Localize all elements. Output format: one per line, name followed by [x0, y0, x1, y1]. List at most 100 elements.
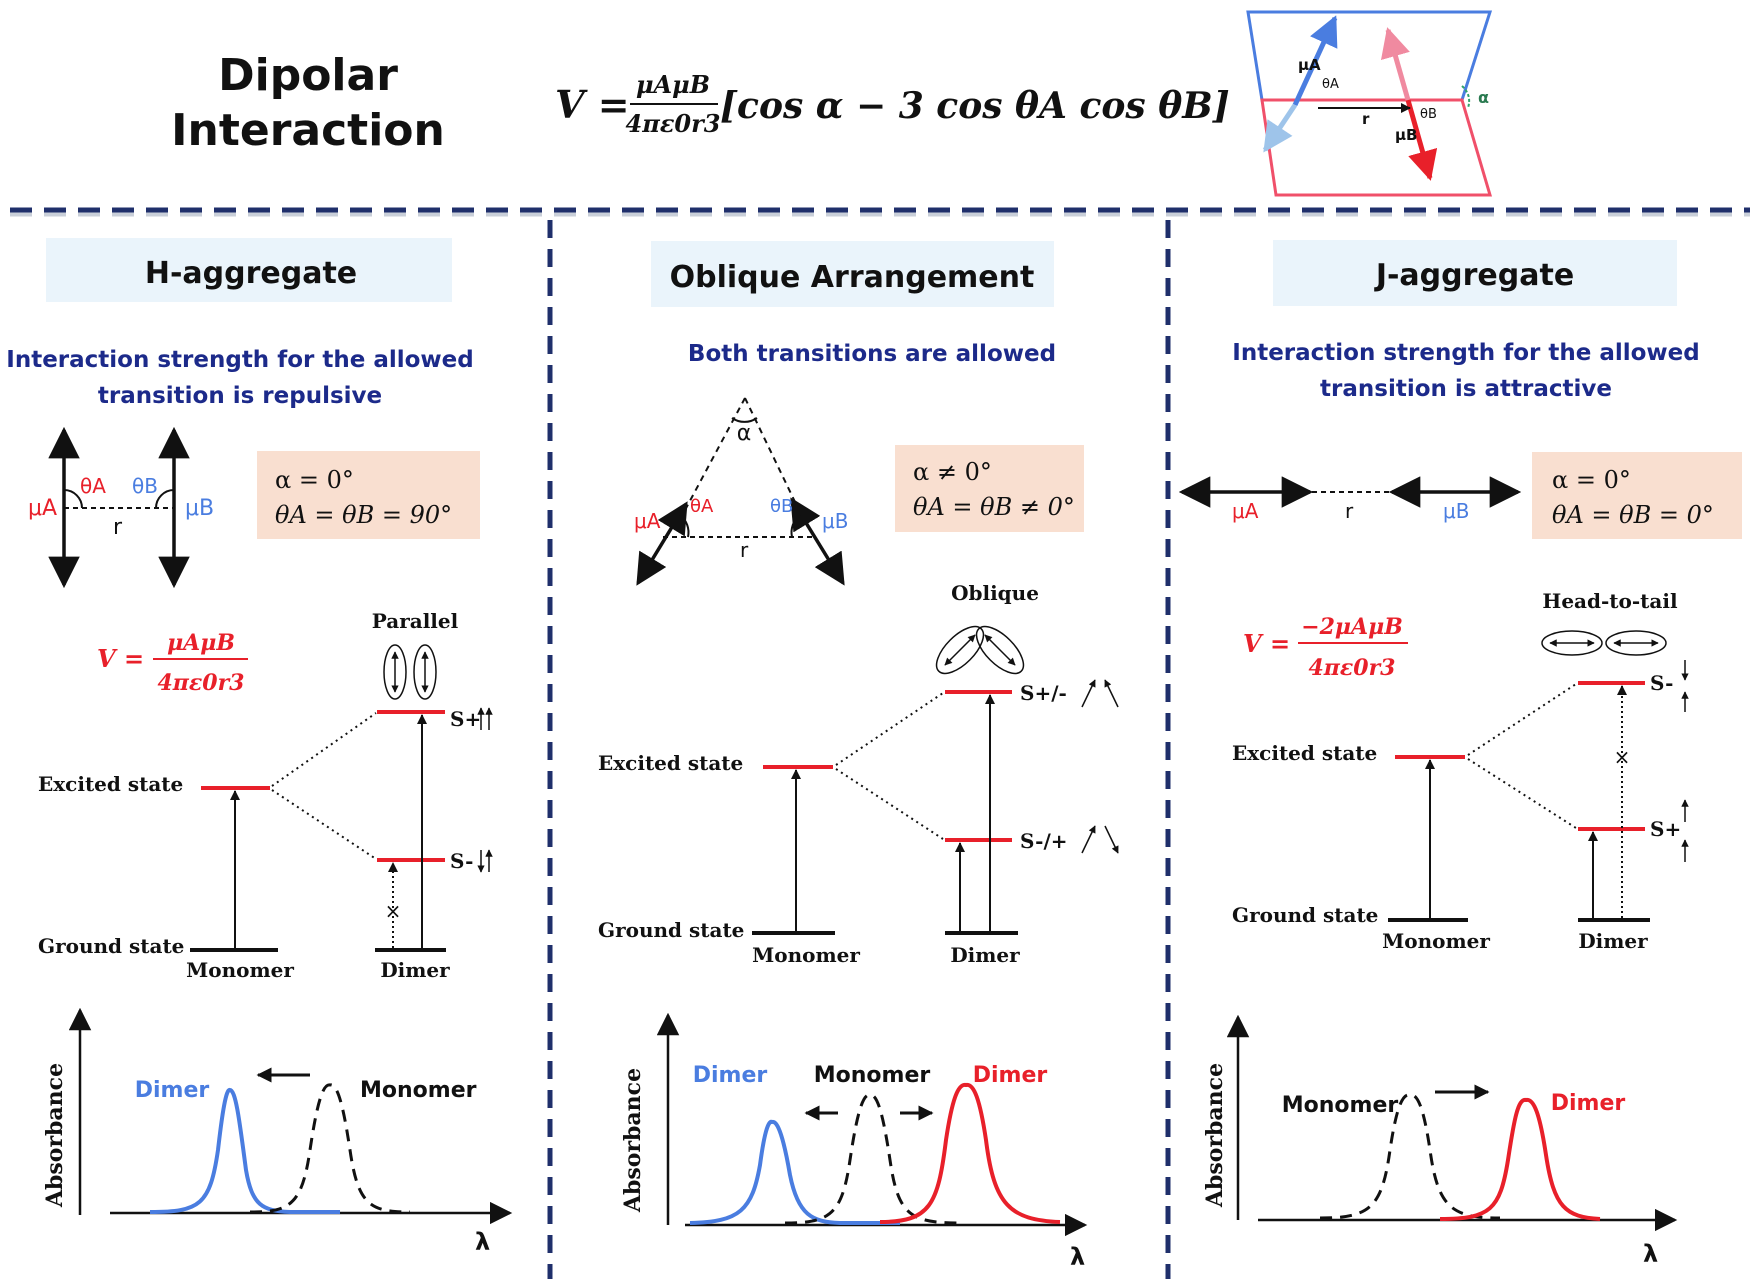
j-spectrum-ylabel: Absorbance: [1202, 1063, 1228, 1208]
h-theta-b-arc: [155, 489, 175, 509]
j-potential: V = −2μAμB 4πε0r3: [1243, 614, 1408, 681]
h-spectrum-ylabel: Absorbance: [42, 1063, 68, 1208]
inset-mu-a-tail-arrow: [1262, 103, 1298, 153]
inset-mu-b-tail-arrow: [1380, 27, 1411, 101]
oblique-theta-a: θA: [690, 496, 714, 517]
geometry-inset: μA θA r θB μB α: [1246, 10, 1493, 197]
oblique-spectrum-xlabel: λ: [1070, 1243, 1085, 1271]
inset-mu-b-label: μB: [1395, 126, 1417, 144]
j-title-box: [1273, 240, 1677, 306]
panel-h-aggregate: H-aggregate Interaction strength for the…: [6, 238, 513, 1256]
j-lower-state: S+: [1650, 817, 1681, 841]
h-mu-b: μB: [185, 496, 214, 521]
h-dimer-label: Dimer: [380, 958, 450, 982]
j-r: r: [1345, 499, 1354, 523]
inset-theta-a-label: θA: [1322, 77, 1339, 92]
inset-mu-b-arrow: [1405, 99, 1438, 181]
h-potential-den: 4πε0r3: [158, 670, 245, 696]
oblique-title: Oblique Arrangement: [670, 260, 1035, 295]
oblique-spectrum-dimer-red: [879, 1082, 1061, 1224]
oblique-lower-state: S-/+: [1020, 829, 1068, 853]
oblique-spectrum-monomer: [784, 1093, 961, 1225]
oblique-upper-state: S+/-: [1020, 681, 1067, 705]
j-potential-den: 4πε0r3: [1309, 655, 1396, 681]
dipolar-formula: V = μAμB 4πε0r3 [cos α − 3 cos θA cos θB…: [555, 70, 1230, 138]
oblique-spectrum-dimer-left-label: Dimer: [693, 1063, 768, 1088]
j-potential-num: −2μAμB: [1301, 614, 1403, 640]
h-spectrum-monomer-label: Monomer: [360, 1078, 477, 1103]
plane-a: [1246, 10, 1493, 102]
h-title: H-aggregate: [145, 256, 357, 291]
h-title-box: [46, 238, 452, 302]
h-monomer-label: Monomer: [186, 958, 294, 982]
oblique-theta-b: θB: [770, 496, 793, 517]
formula-denominator: 4πε0r3: [626, 109, 721, 138]
h-spectrum-dimer-label: Dimer: [135, 1078, 210, 1103]
h-mu-a: μA: [28, 496, 57, 521]
j-upper-state: S-: [1650, 671, 1673, 695]
oblique-lower-spin-2: [1104, 825, 1119, 854]
h-spectrum-dimer-curve: [149, 1087, 340, 1214]
h-theta-b: θB: [132, 474, 158, 498]
h-forbidden-x: ×: [385, 899, 402, 923]
oblique-spectrum-dimer-right-label: Dimer: [973, 1063, 1048, 1088]
h-split-up: [271, 712, 377, 787]
panel-oblique: Oblique Arrangement Both transitions are…: [598, 241, 1119, 1271]
h-lower-state: S-: [450, 849, 473, 873]
oblique-excited-label: Excited state: [598, 751, 743, 775]
j-spectrum-xlabel: λ: [1643, 1240, 1658, 1268]
j-spectrum-dimer-curve: [1439, 1097, 1601, 1221]
j-head-tail-dipole-2: [1605, 630, 1667, 656]
header: Dipolar Interaction V = μAμB 4πε0r3 [cos…: [171, 10, 1493, 197]
h-arrangement: Parallel: [372, 609, 459, 633]
h-parallel-dipole-1: [383, 644, 407, 700]
inset-alpha-arc: [1461, 85, 1471, 109]
j-dipole-diagram: μA r μB: [1178, 476, 1522, 523]
inset-theta-b-label: θB: [1420, 107, 1437, 122]
j-spectrum-monomer-curve: [1319, 1093, 1501, 1220]
h-theta-a-arc: [63, 489, 83, 509]
inset-mu-a-arrow: [1292, 15, 1338, 107]
oblique-dipole-b: [790, 497, 845, 586]
j-split-down: [1467, 758, 1577, 829]
j-monomer-label: Monomer: [1382, 929, 1490, 953]
formula-lhs: V =: [555, 82, 630, 127]
h-r: r: [113, 515, 123, 540]
oblique-monomer-label: Monomer: [752, 943, 860, 967]
j-condition-2: θA = θB = 0°: [1552, 501, 1714, 529]
j-excited-label: Excited state: [1232, 741, 1377, 765]
j-split-up: [1467, 683, 1577, 756]
oblique-dipole-a: [636, 501, 688, 586]
oblique-title-box: [651, 241, 1054, 307]
h-subtitle-line2: transition is repulsive: [98, 383, 382, 409]
formula-bracket: [cos α − 3 cos θA cos θB]: [720, 85, 1230, 127]
inset-mu-a-label: μA: [1298, 56, 1321, 74]
j-title: J-aggregate: [1374, 258, 1574, 293]
j-forbidden-x: ×: [1614, 745, 1631, 769]
h-spectrum-xlabel: λ: [475, 1228, 490, 1256]
h-potential-num: μAμB: [167, 630, 235, 656]
oblique-spectrum-monomer-label: Monomer: [814, 1063, 931, 1088]
j-arrangement: Head-to-tail: [1542, 589, 1678, 613]
j-ground-label: Ground state: [1232, 903, 1378, 927]
oblique-alpha: α: [737, 421, 752, 446]
oblique-dimer-label: Dimer: [950, 943, 1020, 967]
oblique-icon-arrow-1: [944, 634, 976, 666]
oblique-mu-b: μB: [822, 509, 848, 533]
j-spectrum-monomer-label: Monomer: [1282, 1093, 1399, 1118]
h-potential: V = μAμB 4πε0r3: [97, 630, 248, 696]
oblique-spectrum-dimer-blue: [689, 1119, 900, 1225]
oblique-dashed-right: [744, 397, 797, 505]
oblique-dashed-left: [683, 397, 746, 513]
h-upper-state: S+: [450, 707, 481, 731]
h-potential-lhs: V =: [97, 644, 144, 673]
oblique-split-down: [835, 768, 944, 840]
j-subtitle-line1: Interaction strength for the allowed: [1232, 340, 1699, 366]
oblique-ground-label: Ground state: [598, 918, 744, 942]
oblique-theta-b-arc: [790, 514, 801, 538]
h-excited-label: Excited state: [38, 772, 183, 796]
inset-r-label: r: [1362, 110, 1370, 128]
main-title-line1: Dipolar: [218, 50, 398, 101]
j-head-tail-dipole-1: [1541, 630, 1603, 656]
